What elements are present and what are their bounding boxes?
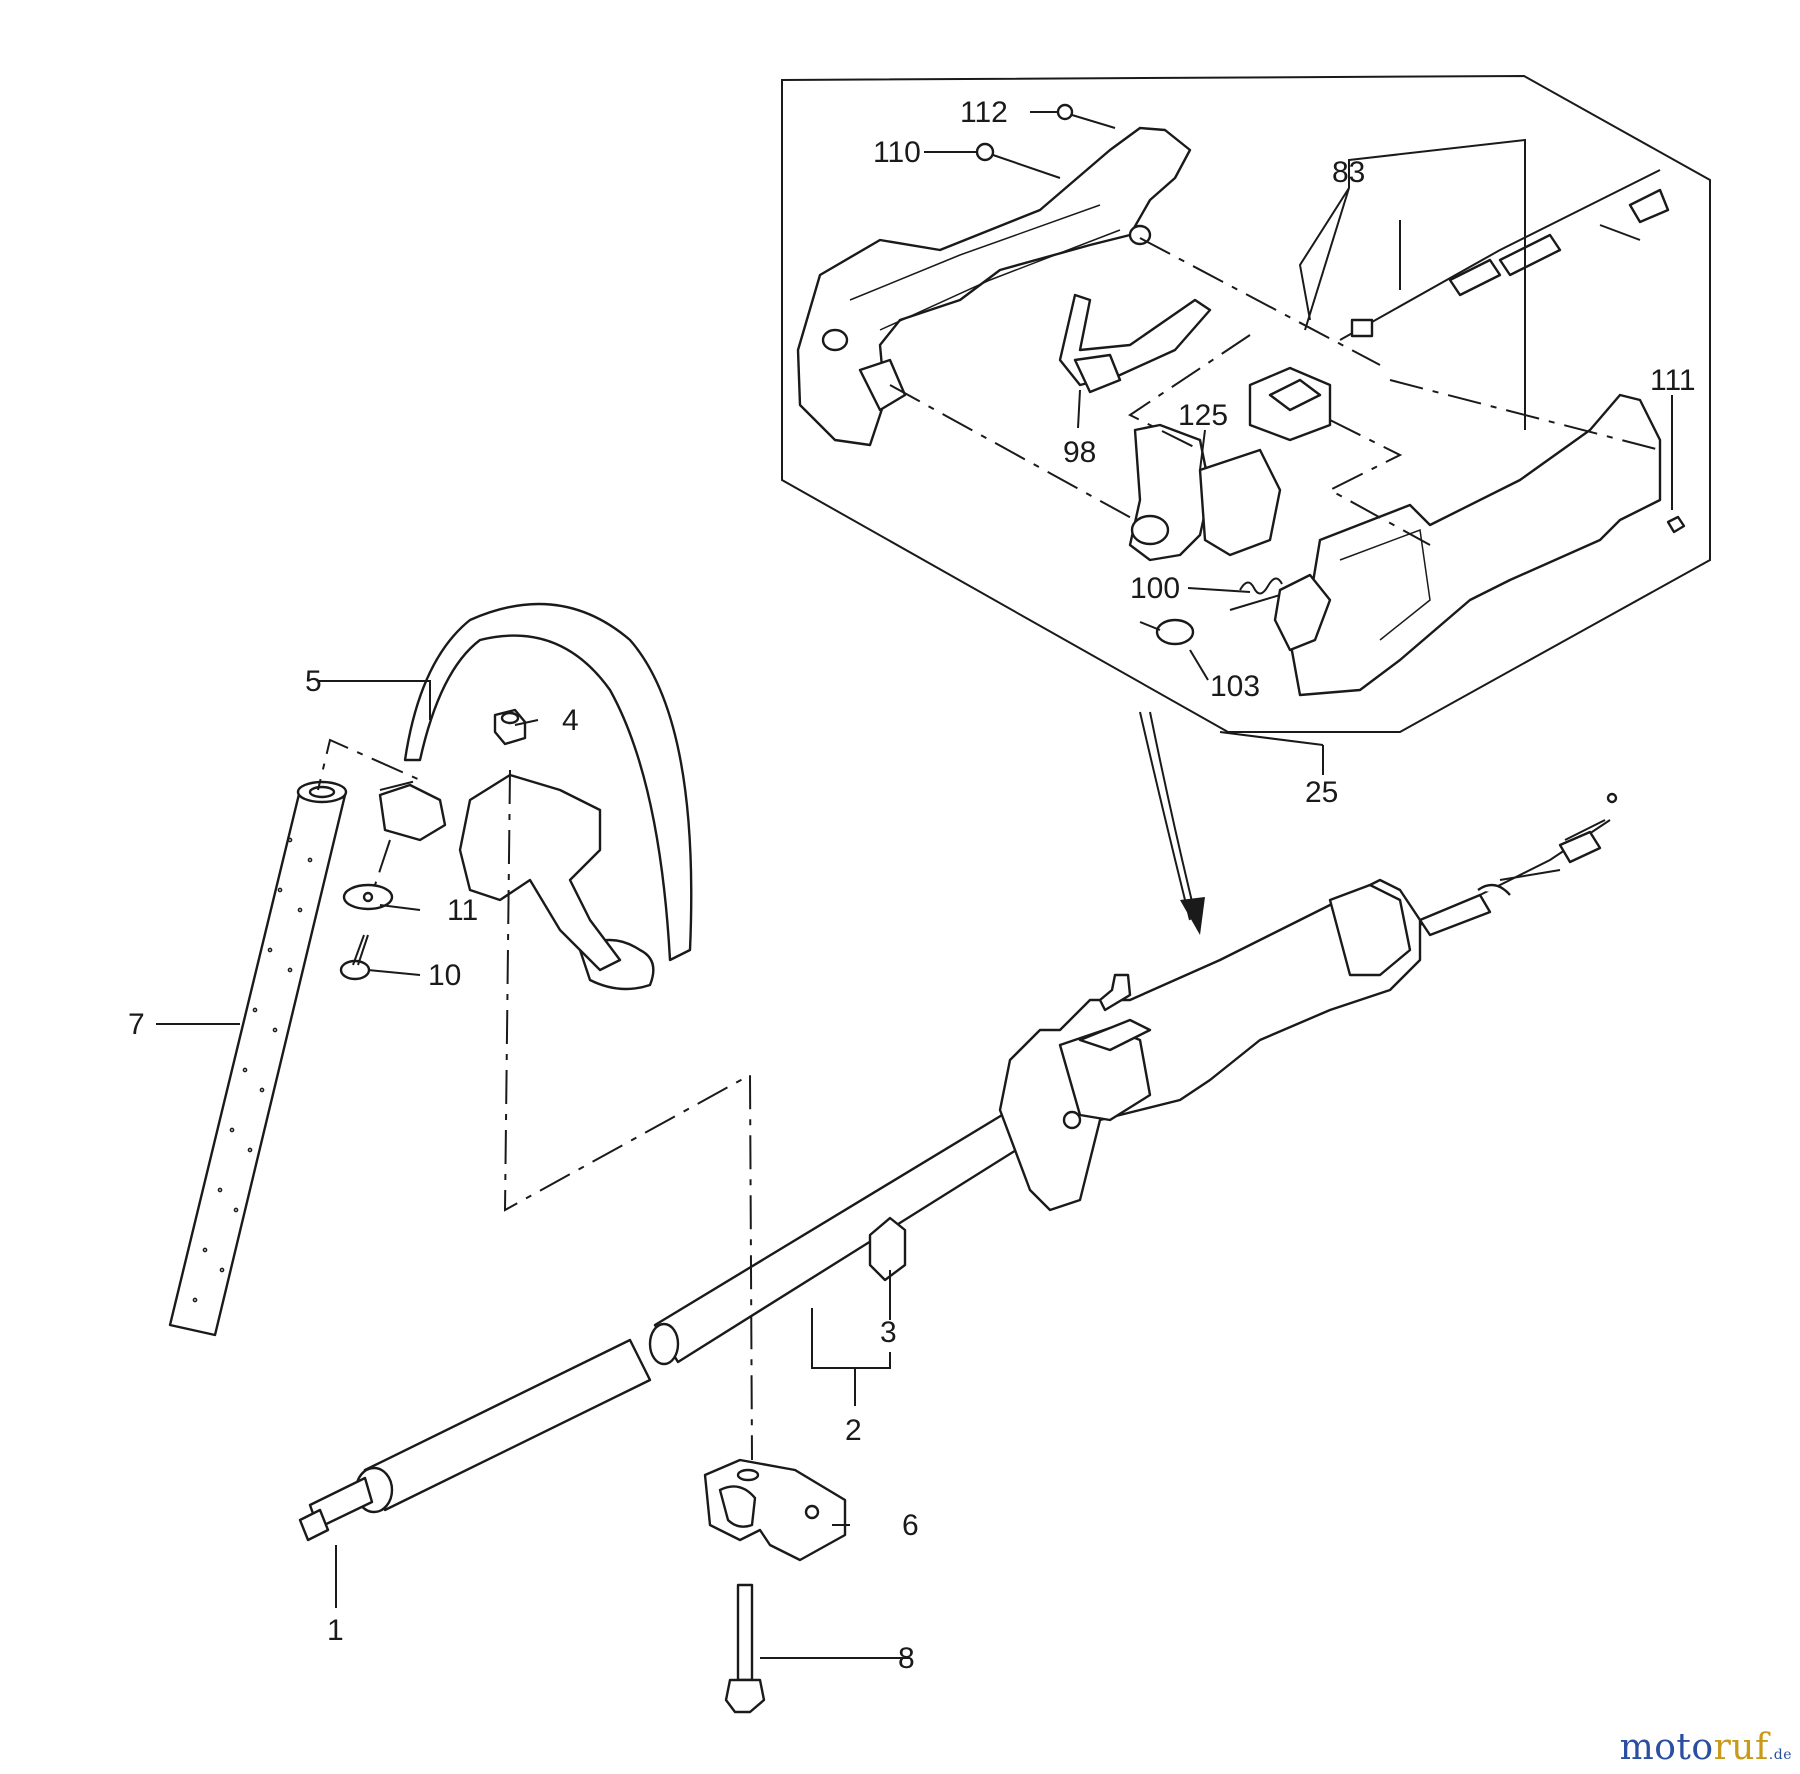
label-111: 111 — [1650, 364, 1696, 397]
handle-assembled — [998, 878, 1422, 1212]
main-assembly-lines — [317, 738, 753, 1461]
label-103: 103 — [1210, 670, 1260, 703]
part-103 — [1139, 618, 1195, 646]
inset-frame — [781, 74, 1711, 733]
assembly-arrow — [1139, 711, 1205, 935]
logo-part2: ruf — [1713, 1727, 1769, 1768]
handle-housing-half — [796, 126, 1192, 447]
label-7: 7 — [128, 1008, 145, 1041]
label-10: 10 — [428, 959, 461, 992]
label-4: 4 — [562, 704, 579, 737]
bolt-8 — [724, 1583, 766, 1714]
label-2: 2 — [845, 1414, 862, 1447]
watermark-logo: motoruf.de — [1620, 1727, 1792, 1768]
throttle-cable-inset — [1339, 169, 1670, 341]
label-100: 100 — [1130, 572, 1180, 605]
label-1: 1 — [327, 1614, 344, 1647]
label-112: 112 — [960, 96, 1008, 129]
label-5: 5 — [305, 665, 322, 698]
label-110: 110 — [873, 136, 921, 169]
logo-suffix: .de — [1768, 1747, 1792, 1763]
label-98: 98 — [1063, 436, 1096, 469]
label-3: 3 — [880, 1316, 897, 1349]
grip-7 — [168, 780, 348, 1337]
label-11: 11 — [447, 894, 478, 927]
part-labels: 112 110 83 111 125 98 100 103 25 5 4 11 … — [128, 96, 1696, 1675]
drive-shaft-tube — [298, 1078, 1082, 1542]
label-6: 6 — [902, 1509, 919, 1542]
logo-part1: moto — [1619, 1727, 1714, 1768]
screw-10 — [339, 934, 371, 981]
washer-11 — [342, 883, 394, 911]
throttle-lever — [1058, 293, 1212, 394]
trigger-125 — [1128, 423, 1282, 562]
spring-100 — [1229, 577, 1283, 611]
clamp-6 — [703, 1458, 847, 1562]
nut-111 — [1666, 515, 1686, 534]
nut-4 — [493, 708, 527, 746]
screw-112 — [1056, 103, 1116, 129]
collar-3 — [868, 1216, 907, 1282]
label-8: 8 — [898, 1642, 915, 1675]
throttle-cable — [1389, 792, 1618, 941]
leader-lines — [156, 111, 1673, 1659]
label-83: 83 — [1332, 156, 1365, 189]
stop-switch — [1248, 366, 1332, 442]
label-125: 125 — [1178, 399, 1228, 432]
screw-110 — [975, 142, 1061, 179]
handle-bracket — [378, 773, 622, 972]
handle-housing-main — [1273, 393, 1662, 697]
label-25: 25 — [1305, 776, 1338, 809]
